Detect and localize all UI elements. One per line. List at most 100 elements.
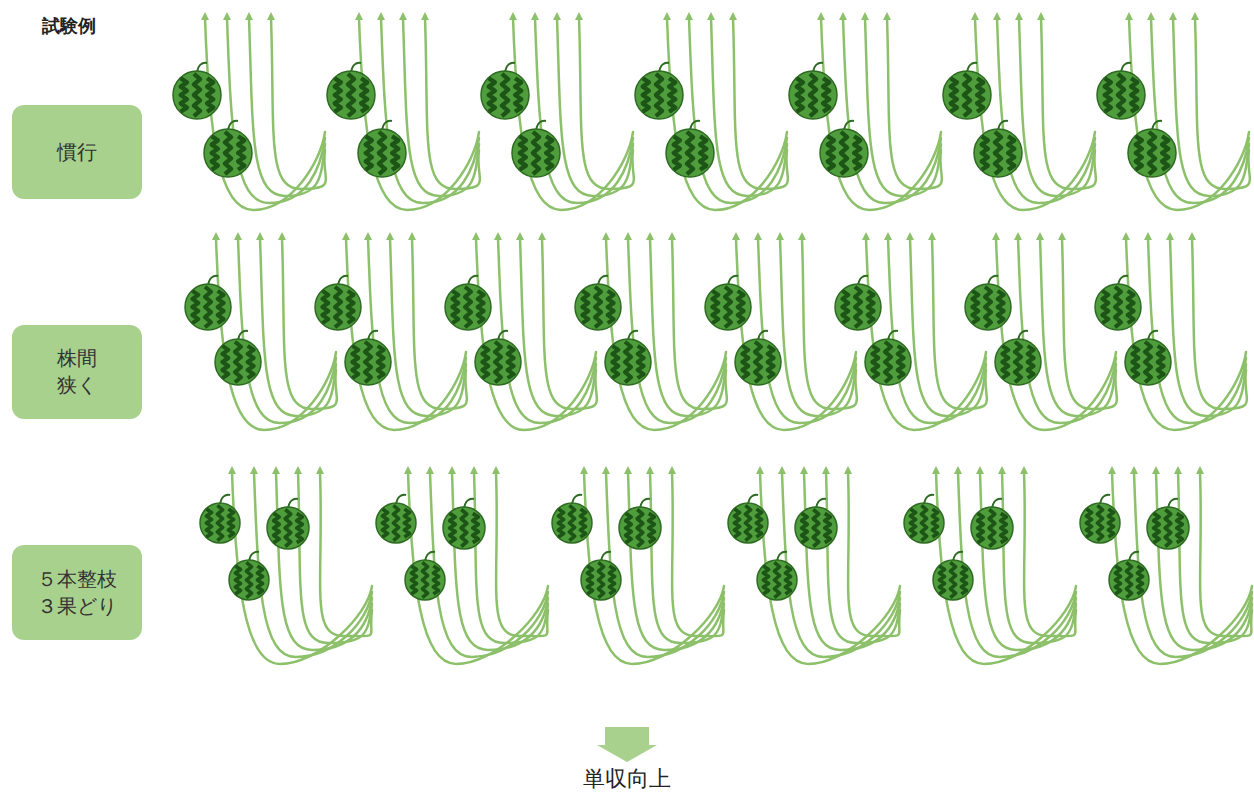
vine bbox=[1041, 18, 1096, 189]
melon-stripe bbox=[1002, 346, 1008, 378]
vine bbox=[320, 472, 372, 636]
melon-stripe bbox=[810, 74, 816, 116]
melon-stripe bbox=[495, 342, 501, 382]
vine bbox=[298, 472, 372, 643]
vine-tip-arrow bbox=[776, 232, 784, 240]
melon-stripe bbox=[225, 132, 231, 174]
vine-tip-arrow bbox=[531, 12, 539, 20]
melon-stripe bbox=[379, 132, 385, 174]
vine-tip-arrow bbox=[1144, 232, 1152, 240]
vine bbox=[606, 238, 726, 430]
melon-stripe bbox=[1001, 513, 1007, 542]
melon-stripe bbox=[1108, 509, 1113, 537]
vine-tip-arrow bbox=[1191, 12, 1199, 20]
melon-stripe bbox=[649, 513, 655, 542]
melon-stripe bbox=[580, 509, 585, 537]
vine bbox=[996, 238, 1116, 430]
melon-stripe bbox=[921, 505, 926, 540]
vine bbox=[804, 472, 900, 650]
watermelon bbox=[865, 339, 911, 385]
vine-tip-arrow bbox=[492, 466, 500, 474]
vine-tip-arrow bbox=[1122, 232, 1130, 240]
vine bbox=[238, 238, 336, 423]
melon-stripe bbox=[181, 78, 187, 112]
vine bbox=[1195, 18, 1250, 189]
vine-tip-arrow bbox=[756, 466, 764, 474]
vine-tip-arrow bbox=[470, 466, 478, 474]
melon-stripe bbox=[257, 566, 262, 594]
vine bbox=[254, 472, 372, 657]
vine bbox=[758, 238, 856, 423]
watermelon bbox=[757, 560, 797, 600]
vine bbox=[425, 18, 480, 189]
melon-stripe bbox=[813, 510, 818, 547]
vine-tip-arrow bbox=[685, 12, 693, 20]
melon-stripe bbox=[638, 346, 644, 378]
melon-stripe bbox=[774, 562, 779, 597]
melon-stripe bbox=[1115, 287, 1121, 327]
vine bbox=[579, 18, 634, 189]
vine-tip-arrow bbox=[1130, 466, 1138, 474]
vine bbox=[1129, 18, 1249, 210]
watermelon bbox=[345, 339, 391, 385]
vine-tip-arrow bbox=[448, 466, 456, 474]
vine bbox=[430, 472, 548, 657]
vine-tip-arrow bbox=[1196, 466, 1204, 474]
vine bbox=[866, 238, 986, 430]
diagram-title: 試験例 bbox=[42, 14, 96, 38]
down-arrow bbox=[597, 727, 657, 762]
vine bbox=[865, 18, 941, 196]
vine-tip-arrow bbox=[862, 232, 870, 240]
watermelon bbox=[358, 129, 406, 177]
melon-stripe bbox=[734, 509, 739, 537]
melon-stripe bbox=[763, 566, 768, 594]
melon-stripe bbox=[755, 342, 761, 382]
melon-stripe bbox=[1158, 346, 1164, 378]
vine-tip-arrow bbox=[602, 466, 610, 474]
vine-tip-arrow bbox=[421, 12, 429, 20]
vine bbox=[650, 472, 724, 643]
melon-stripe bbox=[742, 346, 748, 378]
vine-tip-arrow bbox=[386, 232, 394, 240]
melon-stripe bbox=[823, 78, 829, 112]
melon-stripe bbox=[1008, 136, 1014, 170]
melon-stripe bbox=[855, 287, 861, 327]
watermelon bbox=[445, 284, 491, 330]
watermelon bbox=[173, 71, 221, 119]
melon-stripe bbox=[194, 74, 200, 116]
vine bbox=[1173, 18, 1249, 196]
vine-tip-arrow bbox=[250, 466, 258, 474]
vine-tip-arrow bbox=[992, 232, 1000, 240]
vine-tip-arrow bbox=[1147, 12, 1155, 20]
vine-tip-arrow bbox=[575, 12, 583, 20]
vine-tip-arrow bbox=[272, 466, 280, 474]
watermelon bbox=[933, 560, 973, 600]
vine bbox=[1024, 472, 1076, 636]
melon-stripe bbox=[352, 346, 358, 378]
watermelon bbox=[820, 129, 868, 177]
vine-tip-arrow bbox=[1188, 232, 1196, 240]
melon-stripe bbox=[598, 562, 603, 597]
melon-stripe bbox=[608, 291, 614, 323]
watermelon bbox=[552, 503, 592, 543]
melon-stripe bbox=[246, 562, 251, 597]
watermelon bbox=[185, 284, 231, 330]
melon-stripe bbox=[712, 291, 718, 323]
melon-stripe bbox=[669, 78, 675, 112]
vine-tip-arrow bbox=[839, 12, 847, 20]
vine-tip-arrow bbox=[516, 232, 524, 240]
melon-stripe bbox=[235, 342, 241, 382]
melon-stripe bbox=[1128, 291, 1134, 323]
vine bbox=[535, 18, 633, 203]
watermelon bbox=[327, 71, 375, 119]
melon-stripe bbox=[797, 78, 803, 112]
watermelon bbox=[1095, 284, 1141, 330]
vine-tip-arrow bbox=[707, 12, 715, 20]
melon-stripe bbox=[961, 566, 966, 594]
watermelon bbox=[1080, 503, 1120, 543]
vine bbox=[1170, 238, 1246, 416]
vine bbox=[975, 18, 1095, 210]
melon-stripe bbox=[674, 136, 680, 170]
melon-stripe bbox=[1136, 136, 1142, 170]
vine bbox=[346, 238, 466, 430]
